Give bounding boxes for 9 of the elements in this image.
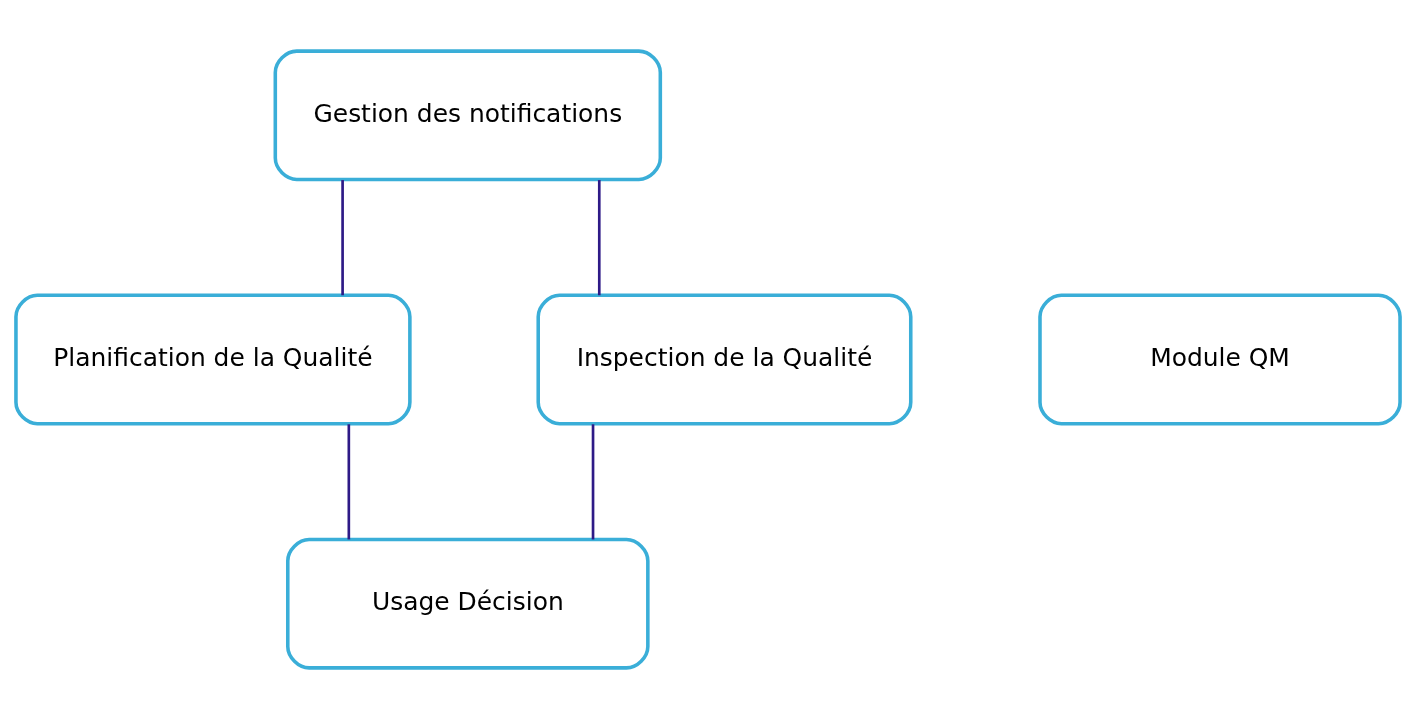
node-box: Gestion des notifications (273, 49, 663, 182)
connector (347, 424, 351, 540)
node-box: Module QM (1038, 293, 1402, 426)
node-box: Usage Décision (286, 537, 650, 670)
node-box: Planification de la Qualité (14, 293, 412, 426)
connector (591, 424, 595, 540)
connector (597, 180, 601, 296)
node-box: Inspection de la Qualité (536, 293, 913, 426)
connector (341, 180, 344, 296)
